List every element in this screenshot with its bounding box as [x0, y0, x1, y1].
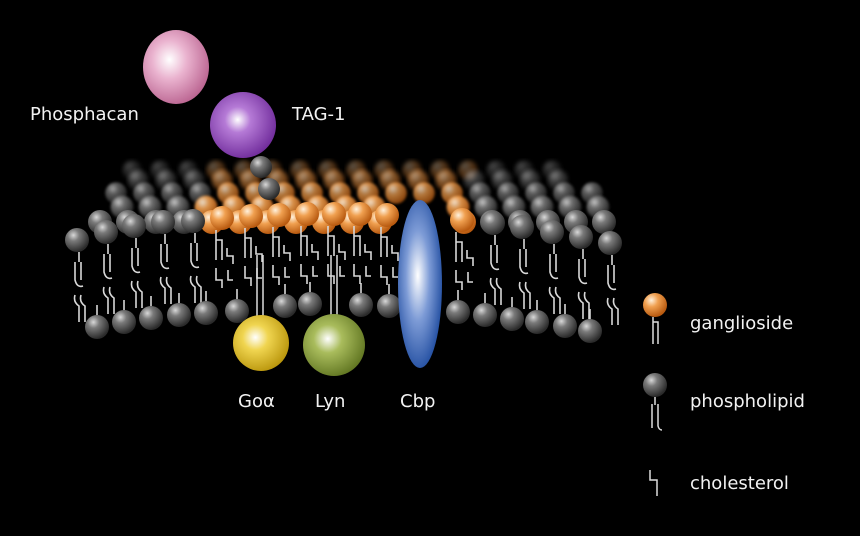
phospholipid-tail: [130, 238, 143, 308]
phospholipid-head: [377, 294, 401, 318]
phospholipid-head: [85, 315, 109, 339]
ganglioside-head: [267, 203, 291, 227]
lyn-protein: [303, 314, 365, 376]
phospholipid-tail: [102, 244, 115, 314]
ganglioside-head: [375, 203, 399, 227]
legend-cholesterol-label: cholesterol: [690, 473, 789, 494]
cholesterol: [455, 270, 473, 290]
legend-phospholipid-label: phospholipid: [690, 391, 805, 412]
ganglioside-tail: [215, 230, 234, 264]
cbp-protein: [398, 200, 442, 368]
phospholipid-head: [510, 215, 534, 239]
phospholipid-tail: [606, 255, 619, 325]
phospholipid-head: [598, 231, 622, 255]
phospholipid-head: [553, 314, 577, 338]
phosphacan-label: Phosphacan: [30, 104, 139, 125]
cholesterol: [244, 266, 262, 286]
phospholipid-head: [569, 225, 593, 249]
goa-label: Goα: [238, 391, 275, 412]
cbp-label: Cbp: [400, 391, 436, 412]
phospholipid-tail: [577, 249, 590, 319]
ganglioside-tail: [327, 226, 346, 260]
ganglioside-head: [210, 206, 234, 230]
phospholipid-head: [500, 307, 524, 331]
cholesterol: [300, 264, 318, 284]
phospholipid-icon: [643, 373, 667, 431]
phospholipid-head: [65, 228, 89, 252]
tag1-label: TAG-1: [292, 104, 346, 125]
gpi-anchor-head: [250, 156, 272, 178]
cholesterol: [353, 264, 371, 284]
cholesterol-icon: [649, 470, 658, 496]
phospholipid-tail: [548, 244, 561, 314]
lyn-label: Lyn: [315, 391, 346, 412]
phospholipid-tail: [189, 233, 202, 303]
ganglioside-head: [348, 202, 372, 226]
ganglioside-tail: [300, 226, 319, 260]
phospholipid-head: [540, 220, 564, 244]
phospholipid-head: [139, 306, 163, 330]
ganglioside-head: [322, 202, 346, 226]
ganglioside-tail: [380, 227, 399, 261]
ganglioside-tail: [353, 226, 372, 260]
phospholipid-head: [298, 292, 322, 316]
ganglioside-tail: [244, 228, 263, 262]
ganglioside-tail: [272, 227, 291, 261]
phospholipid-head: [181, 209, 205, 233]
cholesterol: [215, 268, 233, 288]
ganglioside-head: [295, 202, 319, 226]
phospholipid-tail: [489, 235, 502, 305]
phospholipid-head: [525, 310, 549, 334]
phospholipid-head: [225, 299, 249, 323]
ganglioside-icon: [643, 293, 667, 344]
legend-ganglioside-label: ganglioside: [690, 313, 794, 334]
phospholipid-head: [578, 319, 602, 343]
phospholipid-head: [94, 220, 118, 244]
phosphacan-protein: [143, 30, 209, 104]
phospholipid-head: [194, 301, 218, 325]
phospholipid-head: [481, 211, 505, 235]
phospholipid-head: [151, 210, 175, 234]
ganglioside-head: [413, 182, 435, 204]
ganglioside-head: [385, 182, 407, 204]
phospholipid-head: [592, 210, 616, 234]
phospholipid-tail: [73, 252, 86, 322]
ganglioside-tail: [455, 232, 474, 266]
cholesterol: [380, 265, 398, 285]
phospholipid-tail: [159, 234, 172, 304]
gpi-anchor-head: [258, 178, 280, 200]
ganglioside-head: [239, 204, 263, 228]
phospholipid-head: [473, 303, 497, 327]
phospholipid-head: [349, 293, 373, 317]
phospholipid-head: [112, 310, 136, 334]
cholesterol: [272, 265, 290, 285]
phospholipid-head: [122, 214, 146, 238]
ganglioside-head: [450, 208, 474, 232]
tag1-protein: [210, 92, 276, 158]
goa-protein: [233, 315, 289, 371]
phospholipid-head: [167, 303, 191, 327]
phospholipid-head: [446, 300, 470, 324]
phospholipid-tail: [518, 239, 531, 309]
phospholipid-head: [273, 294, 297, 318]
